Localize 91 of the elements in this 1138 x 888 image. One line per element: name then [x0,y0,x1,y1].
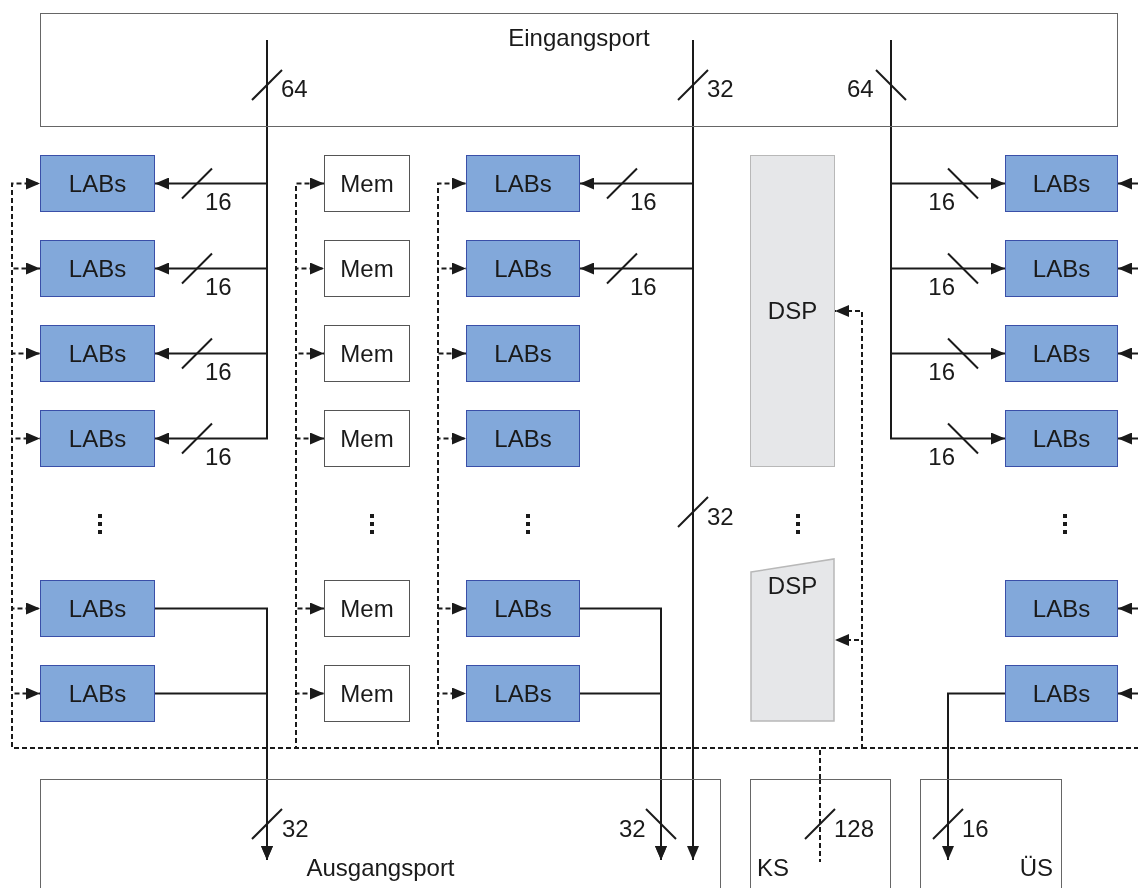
block-label: LABs [1032,679,1091,708]
port-box [750,779,891,888]
arrow [1117,432,1138,445]
block-label: Eingangsport [508,24,650,52]
arrow [1117,602,1138,615]
block-label: LABs [494,254,552,283]
memory-block [324,580,410,637]
bus-width-label: 64 [847,77,874,101]
bus-width-label: 32 [707,505,734,529]
block-label: Ausgangsport [306,854,455,882]
block-label: LABs [68,169,127,198]
dsp-block [750,155,835,467]
block-label: Mem [340,254,394,283]
bus-width-label: 128 [834,817,875,841]
bus-width-label: 32 [707,77,734,101]
logic-block [40,665,155,722]
memory-block [324,155,410,212]
edge-label: 16 [205,359,232,384]
arrow [1117,687,1138,700]
block-label: DSP [767,572,818,600]
logic-block [1005,325,1118,382]
block-label: LABs [494,679,552,708]
dsp-block [750,558,835,722]
logic-block [466,240,580,297]
block-label: LABs [1032,339,1091,368]
block-label: KS [757,854,789,882]
arrow [1117,262,1138,275]
logic-block [466,665,580,722]
edge-label: 16 [630,274,657,299]
memory-block [324,665,410,722]
edge-label: 16 [205,444,232,469]
edge-label: 16 [630,189,657,214]
port-box [40,779,721,888]
block-label: Mem [340,339,394,368]
arrow [942,692,1006,861]
edge-label: 16 [205,189,232,214]
logic-block [1005,580,1118,637]
block-label: Mem [340,169,394,198]
logic-block [40,240,155,297]
port-box [920,779,1062,888]
logic-block [40,325,155,382]
logic-block [1005,240,1118,297]
bus-width-label: 32 [282,817,309,841]
edge-label: 16 [928,444,955,469]
logic-block [40,155,155,212]
arrow [579,692,667,861]
block-label: LABs [68,424,127,453]
block-label: LABs [1032,254,1091,283]
block-label: LABs [68,254,127,283]
block-label: ÜS [1019,854,1053,882]
block-label: Mem [340,424,394,453]
arrow [1117,177,1138,190]
logic-block [40,410,155,467]
block-label: LABs [1032,424,1091,453]
logic-block [466,410,580,467]
block-label: DSP [767,297,818,325]
logic-block [1005,665,1118,722]
block-label: LABs [68,594,127,623]
arrow [687,39,699,861]
block-label: LABs [494,169,552,198]
block-label: Mem [340,594,394,623]
dashed-arrow [819,634,863,780]
logic-block [1005,410,1118,467]
port-box [40,13,1118,127]
memory-block [324,325,410,382]
block-label: LABs [68,679,127,708]
logic-block [466,155,580,212]
block-label: LABs [494,424,552,453]
edge-label: 16 [205,274,232,299]
memory-block [324,410,410,467]
bus-width-label: 32 [619,817,646,841]
arrow [890,39,1006,445]
block-label: LABs [1032,169,1091,198]
edge-label: 16 [928,274,955,299]
logic-block [466,325,580,382]
logic-block [40,580,155,637]
block-label: LABs [68,339,127,368]
block-label: LABs [494,339,552,368]
arrow [154,692,273,861]
logic-block [1005,155,1118,212]
block-label: LABs [494,594,552,623]
logic-block [466,580,580,637]
edge-label: 16 [928,359,955,384]
edge-label: 16 [928,189,955,214]
bus-width-label: 64 [281,77,308,101]
arrow [154,39,268,445]
bus-width-label: 16 [962,817,989,841]
memory-block [324,240,410,297]
block-label: LABs [1032,594,1091,623]
arrow [1117,347,1138,360]
block-label: Mem [340,679,394,708]
